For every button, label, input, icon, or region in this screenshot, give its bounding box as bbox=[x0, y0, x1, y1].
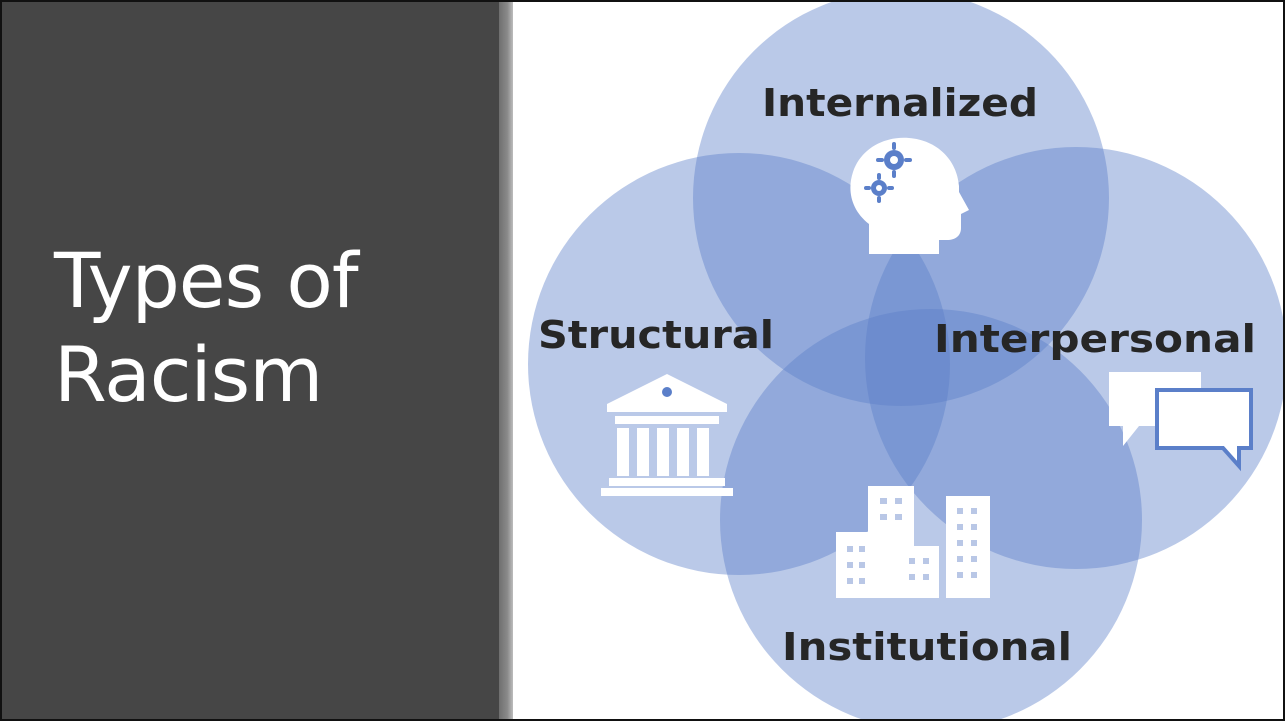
structural-label: Structural bbox=[538, 313, 774, 357]
panel-divider bbox=[499, 2, 513, 719]
interpersonal-circle bbox=[865, 147, 1283, 569]
racism-types-venn-diagram: Internalized Structural Interpersonal In… bbox=[528, 2, 1283, 719]
institutional-label: Institutional bbox=[782, 625, 1072, 669]
interpersonal-label: Interpersonal bbox=[934, 317, 1256, 361]
slide-title-line-2: Racism bbox=[54, 330, 323, 419]
slide-title: Types of Racism bbox=[54, 234, 484, 422]
venn-circles bbox=[528, 2, 1283, 719]
slide-title-line-1: Types of bbox=[54, 236, 359, 325]
internalized-label: Internalized bbox=[762, 81, 1038, 125]
institutional-circle bbox=[720, 309, 1142, 719]
government-building-icon bbox=[601, 374, 733, 496]
speech-bubbles-icon bbox=[1109, 372, 1253, 472]
structural-circle bbox=[528, 153, 950, 575]
head-gears-icon bbox=[850, 137, 969, 254]
title-panel: Types of Racism bbox=[2, 2, 499, 719]
city-buildings-icon bbox=[836, 486, 990, 598]
